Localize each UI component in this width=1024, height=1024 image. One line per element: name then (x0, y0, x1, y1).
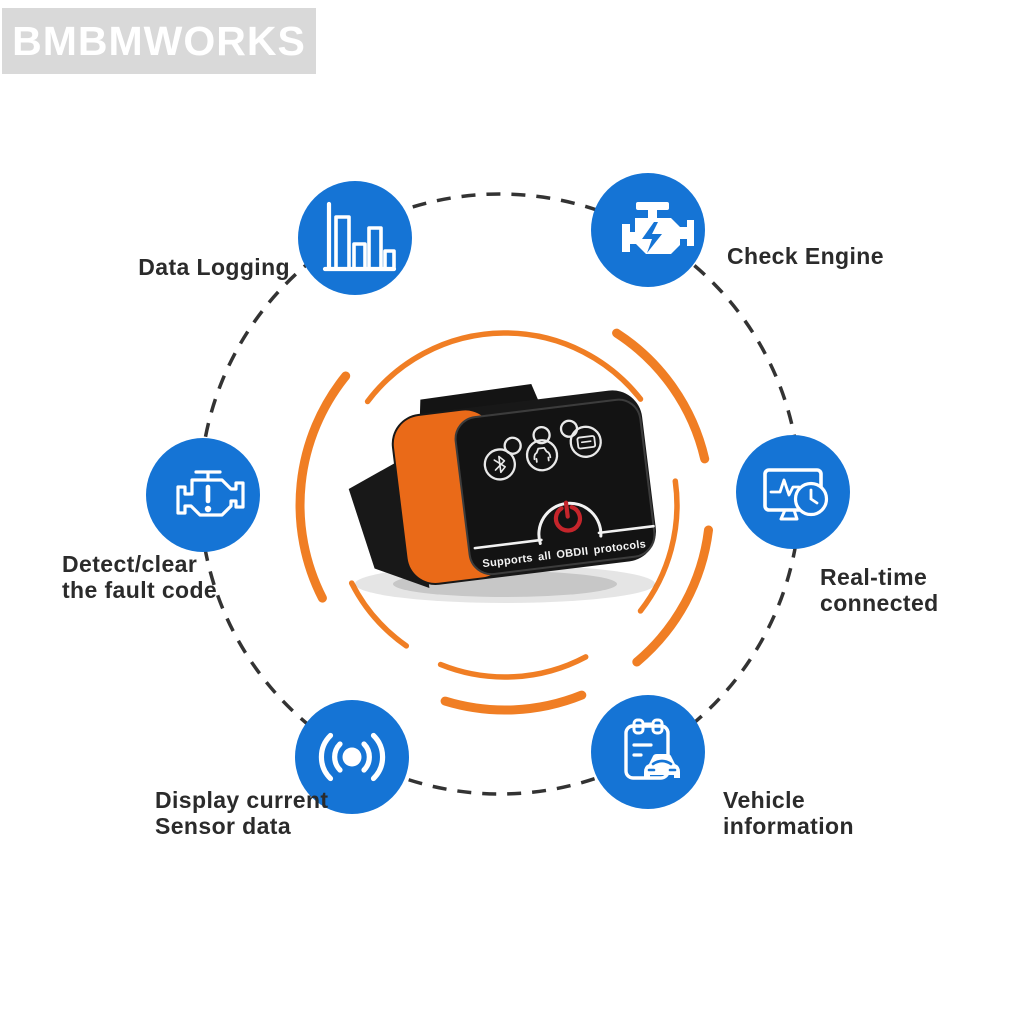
feature-icon-vehicle-info (591, 695, 705, 809)
feature-icon-realtime (736, 435, 850, 549)
engine-bolt-icon (591, 173, 705, 287)
bar-chart-icon (298, 181, 412, 295)
orange-arc-ring-inner (348, 330, 680, 680)
brand-watermark-text: BMBMWORKS (12, 17, 306, 64)
feature-icon-sensor-data (295, 700, 409, 814)
bluetooth-device-icon (483, 436, 522, 481)
feature-label-sensor-data: Display current Sensor data (155, 787, 329, 839)
feature-label-check-engine: Check Engine (727, 243, 884, 269)
feature-icon-check-engine (591, 173, 705, 287)
engine-alert-icon (146, 438, 260, 552)
signal-icon (295, 700, 409, 814)
monitor-clock-icon (736, 435, 850, 549)
power-button (537, 500, 603, 545)
feature-label-realtime: Real-time connected (820, 564, 939, 616)
clipboard-car-icon (591, 695, 705, 809)
feature-icon-fault-code (146, 438, 260, 552)
brand-watermark: BMBMWORKS (2, 8, 316, 74)
car-tablet-icon (559, 419, 602, 458)
feature-label-vehicle-info: Vehicle information (723, 787, 854, 839)
face-divider-line (473, 524, 655, 550)
car-phone-icon (525, 425, 559, 472)
feature-label-fault-code: Detect/clear the fault code (62, 551, 218, 603)
feature-label-data-logging: Data Logging (138, 254, 290, 280)
feature-icon-data-logging (298, 181, 412, 295)
orange-arc-ring-outer (295, 328, 713, 715)
